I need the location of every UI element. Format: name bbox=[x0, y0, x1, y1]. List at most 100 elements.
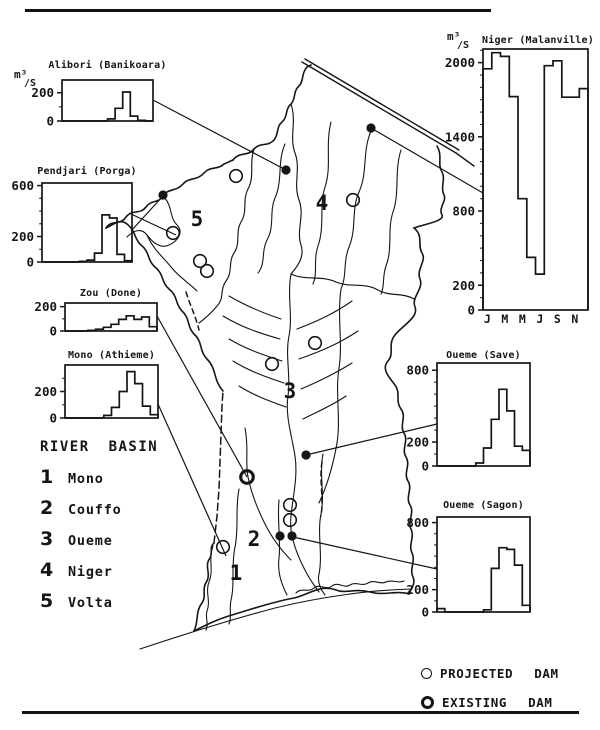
y-axis-tick-label: 200 bbox=[11, 229, 34, 244]
projected-dam-marker bbox=[215, 539, 231, 555]
border-west-dashed bbox=[213, 390, 224, 544]
river-tributary-w5 bbox=[238, 385, 287, 408]
bottom-rule bbox=[22, 711, 579, 714]
river-basin-legend-title: RIVER BASIN bbox=[40, 439, 159, 455]
chart-frame bbox=[64, 302, 158, 332]
basin-number-3: 3 bbox=[284, 379, 297, 403]
y-axis-unit-label: m³ bbox=[447, 30, 460, 43]
river-pendjari-loop bbox=[126, 196, 181, 247]
hydrograph-step-line bbox=[62, 91, 153, 122]
niger-river-line-1 bbox=[301, 61, 457, 154]
y-axis-tick-label: 0 bbox=[26, 255, 34, 270]
y-axis-tick-label: 0 bbox=[421, 459, 429, 474]
river-tributary-w4 bbox=[232, 360, 285, 384]
y-axis-tick-label: 200 bbox=[31, 85, 54, 100]
y-axis-tick-label: 1400 bbox=[445, 129, 475, 144]
chart-title: Alibori (Banikoara) bbox=[48, 59, 166, 71]
x-axis-month-label: M bbox=[501, 312, 508, 326]
y-axis-tick-label: 800 bbox=[452, 204, 475, 219]
projected-dam-marker bbox=[307, 335, 323, 351]
projected-dam-marker bbox=[228, 168, 244, 184]
x-axis-month-label: M bbox=[519, 312, 526, 326]
river-okpara bbox=[318, 288, 342, 504]
hydrograph-step-line bbox=[482, 51, 589, 310]
hydrograph-step-line bbox=[42, 214, 133, 263]
river-sota bbox=[340, 130, 372, 290]
chart-title: Oueme (Sagon) bbox=[443, 500, 524, 511]
divide-volta-niger bbox=[198, 148, 255, 324]
projected-dam-marker bbox=[345, 192, 361, 208]
projected-dam-label: PROJECTED DAM bbox=[440, 666, 559, 681]
y-axis-unit-label-denominator: /S bbox=[24, 78, 36, 89]
y-axis-tick-label: 800 bbox=[406, 515, 429, 530]
gauging-station-dot-save bbox=[301, 450, 311, 460]
basin-number-5: 5 bbox=[191, 207, 204, 231]
projected-dam-legend-row: PROJECTED DAM bbox=[421, 659, 559, 688]
projected-dam-marker bbox=[165, 225, 181, 241]
existing-dam-marker bbox=[239, 469, 255, 485]
basin-name-label: Couffo bbox=[68, 502, 122, 518]
projected-dam-marker bbox=[282, 497, 298, 513]
border-east bbox=[384, 145, 446, 595]
basin-number-label: 3 bbox=[40, 528, 54, 550]
x-axis-month-label: J bbox=[484, 312, 491, 326]
chart-connector-line bbox=[157, 403, 227, 557]
divide-niger-oueme bbox=[290, 103, 303, 275]
y-axis-tick-label: 800 bbox=[406, 363, 429, 378]
existing-dam-label: EXISTING DAM bbox=[442, 695, 553, 710]
y-axis-unit-label-denominator: /S bbox=[457, 40, 469, 51]
river-tributary-e3 bbox=[300, 362, 353, 390]
gauging-station-dot-niger bbox=[366, 123, 376, 133]
chart-title: Pendjari (Porga) bbox=[37, 165, 137, 177]
basin-legend-item-oueme: 3 Oueme bbox=[40, 528, 230, 559]
chart-title: Zou (Done) bbox=[80, 288, 142, 299]
niger-river bbox=[301, 58, 475, 167]
y-axis-tick-label: 600 bbox=[11, 178, 34, 193]
projected-dam-marker bbox=[264, 356, 280, 372]
gauging-station-dot-sagon bbox=[287, 531, 297, 541]
basin-name-label: Oueme bbox=[68, 533, 113, 549]
basin-number-label: 1 bbox=[40, 466, 54, 488]
basin-divides bbox=[198, 103, 415, 324]
hydrograph-step-line bbox=[436, 546, 531, 613]
y-axis-tick-label: 200 bbox=[34, 384, 57, 399]
coast-details bbox=[139, 580, 413, 650]
projected-dam-marker bbox=[199, 263, 215, 279]
river-tributary-w2 bbox=[222, 315, 281, 340]
river-zou bbox=[244, 427, 292, 561]
coastal-lagoon bbox=[295, 580, 405, 594]
border-north bbox=[232, 64, 312, 161]
hydrograph-step-line bbox=[65, 314, 158, 332]
river-so bbox=[277, 499, 288, 596]
river-mekrou bbox=[257, 143, 286, 274]
chart-connector-line bbox=[292, 536, 438, 570]
border-dashed-central bbox=[185, 291, 200, 331]
river-tributary-w1 bbox=[228, 295, 282, 320]
existing-dam-icon bbox=[421, 696, 434, 709]
hydrograph-step-line bbox=[65, 370, 159, 419]
top-rule bbox=[25, 9, 491, 12]
y-axis-tick-label: 200 bbox=[452, 278, 475, 293]
chart-connector-line bbox=[130, 195, 164, 232]
y-axis-tick-label: 0 bbox=[421, 605, 429, 620]
chart-frame bbox=[436, 362, 531, 467]
chart-title: Niger (Malanville) bbox=[482, 34, 594, 46]
chart-pendjari: 600 200 0 Pendjari (Porga) bbox=[11, 165, 136, 270]
x-axis-month-label: J bbox=[536, 312, 543, 326]
niger-river-extension bbox=[455, 152, 475, 167]
hydrograph-step-line bbox=[437, 388, 531, 467]
river-pendjari-lower bbox=[146, 234, 198, 292]
y-axis-tick-label: 200 bbox=[34, 299, 57, 314]
river-oueme-lower-east bbox=[317, 453, 326, 596]
river-couffo bbox=[228, 488, 240, 625]
chart-connector-line bbox=[156, 315, 248, 478]
existing-dam-legend-row: EXISTING DAM bbox=[421, 688, 559, 717]
niger-river-line-2 bbox=[304, 58, 460, 151]
